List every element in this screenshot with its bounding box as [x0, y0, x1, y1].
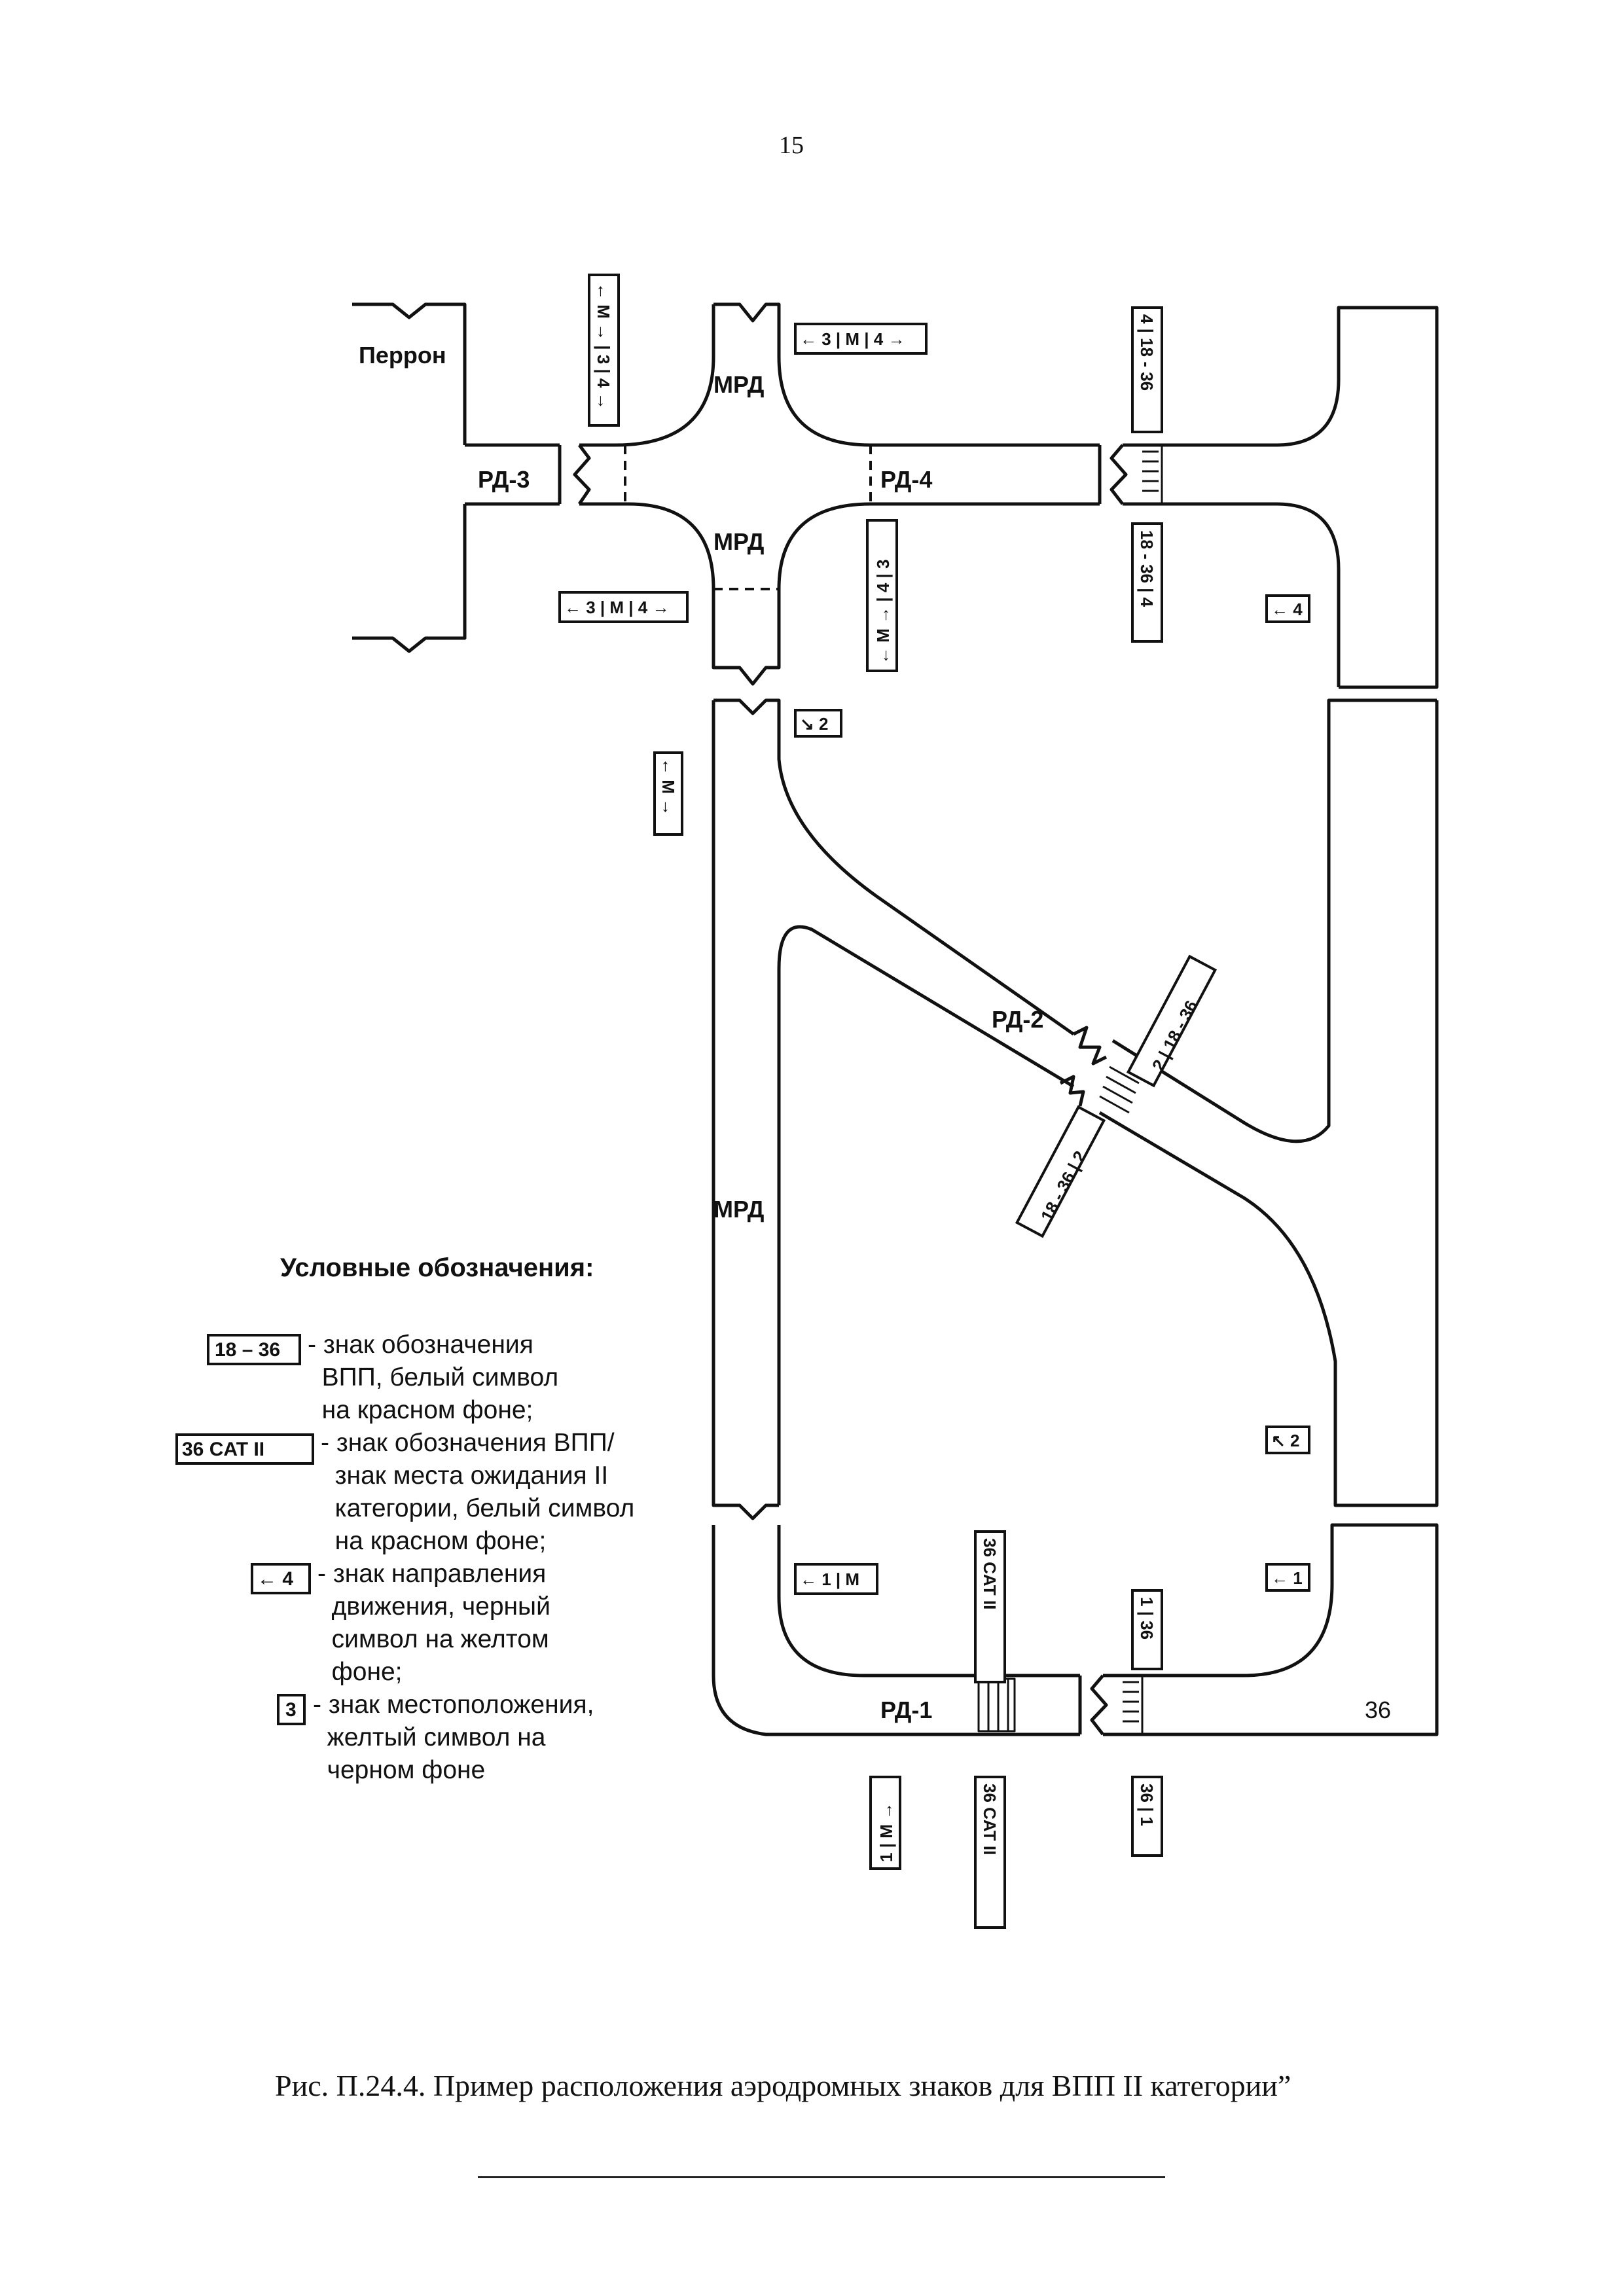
- label-rd1: РД-1: [880, 1696, 932, 1723]
- mrd-top-notch: [713, 302, 781, 357]
- sign-mrd-top-right: ← 3 | М | 4 →: [800, 329, 905, 349]
- legend-symbol-box-1: [207, 1334, 301, 1365]
- sign-rd4-below-box: [866, 519, 898, 672]
- legend-symbol-box-4: [277, 1694, 306, 1725]
- rd2-hold-lines: [1099, 1066, 1140, 1114]
- sign-mrd-m-box: [653, 751, 683, 836]
- sign-rwy-mid: 18 - 36 | 4: [1137, 530, 1157, 607]
- sign-1-36: 1 | 36: [1137, 1597, 1157, 1640]
- sign-rwy-mid-box: [1131, 522, 1163, 643]
- sign-right-2-box: [1265, 1426, 1310, 1454]
- rd2-island: [777, 925, 1075, 1088]
- legend-text-3: - знак направления движения, черный симв…: [317, 1560, 550, 1686]
- rd2-break-lower: [1059, 1075, 1085, 1107]
- page-number: 15: [779, 132, 804, 159]
- rd1-left: [712, 1525, 1080, 1736]
- legend-text-1: - знак обозначения ВПП, белый символ на …: [308, 1331, 559, 1424]
- sign-catii-upper: 36 CAT II: [980, 1538, 1000, 1609]
- sign-catii-upper-box: [974, 1530, 1006, 1683]
- legend-symbol-box-2: [175, 1433, 314, 1465]
- sign-right-1-box: [1265, 1563, 1310, 1592]
- sign-rd3-bottom: ← 3 | М | 4 →: [564, 598, 669, 617]
- sign-rd2-upper-box: [1126, 954, 1218, 1088]
- divider-rule: [478, 2176, 1165, 2178]
- mrd-mid-left: [579, 502, 1100, 686]
- sign-rwy-top: 4 | 18 - 36: [1137, 314, 1157, 391]
- label-runway-end: 36: [1365, 1696, 1391, 1723]
- label-mrd-lower: МРД: [713, 1196, 764, 1223]
- rd1-inner: [777, 1525, 1080, 1677]
- sign-36-1: 36 | 1: [1137, 1784, 1157, 1826]
- rd2-break-upper: [1072, 1026, 1108, 1066]
- label-mrd-top: МРД: [713, 371, 764, 398]
- mrd-lower-left-edge: [712, 700, 779, 1520]
- legend-symbol-2: 36 CAT II: [182, 1439, 264, 1460]
- legend-title: Условные обозначения:: [280, 1253, 594, 1282]
- rd4-break: [1098, 444, 1128, 505]
- sign-rd3-top-box: [588, 274, 620, 427]
- sign-1-36-box: [1131, 1589, 1163, 1670]
- sign-bl-1m-box: [794, 1563, 878, 1595]
- apron-outline: [352, 302, 467, 445]
- legend-symbol-box-3: [251, 1563, 311, 1594]
- apron-outline-lower: [352, 504, 467, 653]
- legend-symbol-4: 3: [285, 1699, 297, 1721]
- mrd-top-left: [579, 304, 715, 447]
- rd2-runway-upper: [1111, 698, 1437, 1143]
- sign-right-1: ← 1: [1271, 1568, 1303, 1588]
- sign-rd3-top: ← М → | 3 | 4 →: [594, 283, 613, 410]
- rd1-hold-lines: [1123, 1676, 1144, 1734]
- sign-bottom-1m: 1 | М →: [876, 1803, 896, 1862]
- sign-rd3-bottom-box: [558, 591, 689, 623]
- rd4-right-bottom: [1123, 502, 1341, 687]
- legend-text-2: - знак обозначения ВПП/ знак места ожида…: [321, 1429, 635, 1555]
- sign-catii-lower-box: [974, 1776, 1006, 1929]
- rd2-runway-lower: [1098, 700, 1439, 1507]
- rd3-break: [558, 444, 591, 505]
- legend-symbol-1: 18 – 36: [215, 1339, 280, 1361]
- sign-mrd-top-right-box: [794, 323, 928, 355]
- sign-bottom-1m-box: [869, 1776, 901, 1870]
- sign-right-4-box: [1265, 594, 1310, 623]
- runway-bottom: [1103, 1523, 1439, 1736]
- mrd-lower-left: [713, 698, 1075, 1036]
- sign-rwy-top-box: [1131, 306, 1163, 433]
- sign-diag-2-box: [794, 709, 842, 738]
- sign-mrd-m: ← М →: [659, 758, 678, 816]
- sign-rd4-below: ← М → | 4 | 3: [873, 560, 893, 664]
- label-rd4: РД-4: [880, 466, 932, 493]
- sign-catii-lower: 36 CAT II: [980, 1784, 1000, 1855]
- legend-symbol-3: ← 4: [257, 1568, 293, 1590]
- label-mrd-mid: МРД: [713, 528, 764, 555]
- sign-right-2: ↖ 2: [1271, 1431, 1299, 1450]
- rd1-break: [1078, 1674, 1108, 1736]
- sign-diag-2: ↘ 2: [800, 714, 828, 734]
- rd1-catii-hold: [977, 1677, 1016, 1732]
- sign-bl-1m: ← 1 | М: [800, 1570, 859, 1589]
- legend-text-4: - знак местоположения, желтый символ на …: [313, 1691, 594, 1784]
- sign-right-4: ← 4: [1271, 600, 1303, 619]
- sign-rd2-lower-box: [1015, 1105, 1106, 1238]
- label-rd3: РД-3: [478, 466, 530, 493]
- sign-36-1-box: [1131, 1776, 1163, 1857]
- mrd-top-right: [777, 356, 1100, 447]
- rd4-right-top: [1123, 306, 1439, 689]
- runway-hold-lines-top: [1142, 445, 1163, 504]
- label-apron: Перрон: [359, 342, 446, 368]
- label-rd2: РД-2: [992, 1006, 1043, 1033]
- figure-caption: Рис. П.24.4. Пример расположения аэродро…: [275, 2069, 1291, 2102]
